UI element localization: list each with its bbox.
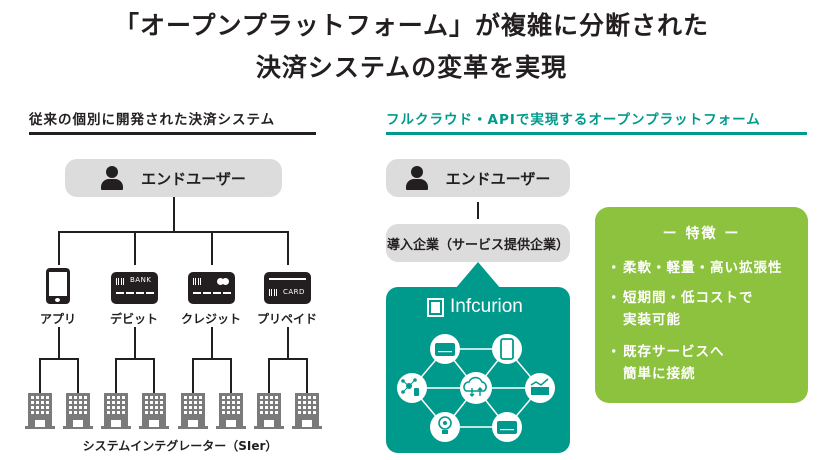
smartphone-icon bbox=[500, 338, 514, 360]
connector-line bbox=[268, 358, 307, 360]
legacy-system-heading: 従来の個別に開発された決済システム bbox=[29, 108, 316, 135]
node-chart bbox=[525, 373, 555, 403]
connector-line bbox=[192, 358, 194, 393]
system-integrator-label: システムインテグレーター（SIer） bbox=[82, 439, 278, 453]
bank-card-icon bbox=[497, 421, 517, 434]
channel-label-credit: クレジット bbox=[180, 312, 241, 326]
building-icon bbox=[178, 393, 208, 429]
platform-box bbox=[386, 287, 570, 453]
infcurion-logo: Infcurion bbox=[427, 296, 523, 318]
building-icon bbox=[139, 393, 169, 429]
node-lightbulb bbox=[430, 412, 460, 442]
connector-line bbox=[134, 231, 136, 265]
chart-icon bbox=[531, 387, 549, 395]
connector-line bbox=[115, 358, 154, 360]
cloud-sync-icon bbox=[463, 376, 487, 392]
feature-item: ・短期間・低コストで 実装可能 bbox=[607, 290, 754, 328]
brand-name: Infcurion bbox=[450, 296, 523, 317]
feature-item: ・柔軟・軽量・高い拡張性 bbox=[607, 260, 783, 276]
channel-label-app: アプリ bbox=[39, 312, 76, 326]
connector-line bbox=[230, 358, 232, 393]
connector-line bbox=[173, 197, 175, 231]
credit-card-icon bbox=[435, 343, 455, 356]
feature-item: ・既存サービスへ 簡単に接続 bbox=[607, 344, 725, 382]
infcurion-mark-icon bbox=[427, 297, 444, 317]
node-bank-card bbox=[492, 412, 522, 442]
channel-label-prepaid: プリペイド bbox=[256, 312, 317, 326]
end-user-box-legacy: エンドユーザー bbox=[65, 159, 282, 197]
adopting-company-box: 導入企業（サービス提供企業） bbox=[386, 224, 570, 262]
channel-debit: BANK bbox=[111, 272, 158, 304]
building-icon bbox=[292, 393, 322, 429]
connector-line bbox=[58, 327, 60, 358]
node-network-touch bbox=[397, 373, 427, 403]
end-user-box-platform: エンドユーザー bbox=[386, 159, 570, 197]
building-icon bbox=[63, 393, 93, 429]
channel-app bbox=[46, 268, 70, 304]
person-icon bbox=[101, 166, 124, 190]
connector-line bbox=[39, 358, 78, 360]
connector-line bbox=[192, 358, 231, 360]
building-icon bbox=[216, 393, 246, 429]
node-cloud bbox=[460, 372, 492, 404]
open-platform-heading: フルクラウド・APIで実現するオープンプラットフォーム bbox=[386, 108, 807, 135]
channel-prepaid: CARD bbox=[264, 272, 311, 304]
channel-label-debit: デビット bbox=[109, 312, 158, 326]
bank-card-icon: BANK bbox=[111, 272, 158, 304]
connector-line bbox=[268, 358, 270, 393]
channel-credit bbox=[188, 272, 235, 304]
connector-line bbox=[211, 327, 213, 358]
end-user-label: エンドユーザー bbox=[445, 169, 551, 188]
main-title-line-2: 決済システムの変革を実現 bbox=[255, 53, 568, 82]
features-box: ー 特徴 ー ・柔軟・軽量・高い拡張性 ・短期間・低コストで 実装可能 ・既存サ… bbox=[595, 207, 808, 403]
end-user-label: エンドユーザー bbox=[141, 169, 246, 188]
building-icon bbox=[25, 393, 55, 429]
features-title: ー 特徴 ー bbox=[662, 226, 741, 242]
main-title-line-1: 「オープンプラットフォーム」が複雑に分断された bbox=[113, 11, 709, 40]
node-credit-card bbox=[430, 334, 460, 364]
connector-line bbox=[287, 327, 289, 358]
connector-line bbox=[153, 358, 155, 393]
platform-network-diagram bbox=[397, 334, 555, 442]
connector-line bbox=[115, 358, 117, 393]
credit-card-icon bbox=[188, 272, 235, 304]
connector-line bbox=[58, 231, 60, 265]
connector-line bbox=[39, 358, 41, 393]
node-smartphone bbox=[492, 334, 522, 364]
building-icon bbox=[101, 393, 131, 429]
building-icon bbox=[254, 393, 284, 429]
prepaid-card-icon: CARD bbox=[264, 272, 311, 304]
connector-line bbox=[306, 358, 308, 393]
platform-pointer bbox=[455, 262, 501, 289]
connector-line bbox=[77, 358, 79, 393]
connector-line bbox=[477, 202, 479, 219]
connector-line bbox=[287, 231, 289, 265]
connector-line bbox=[134, 327, 136, 358]
smartphone-icon bbox=[46, 268, 70, 304]
adopting-company-label: 導入企業（サービス提供企業） bbox=[386, 237, 569, 253]
connector-line bbox=[58, 231, 288, 233]
person-icon bbox=[405, 166, 428, 190]
connector-line bbox=[211, 231, 213, 265]
lightbulb-gear-icon bbox=[438, 416, 452, 430]
